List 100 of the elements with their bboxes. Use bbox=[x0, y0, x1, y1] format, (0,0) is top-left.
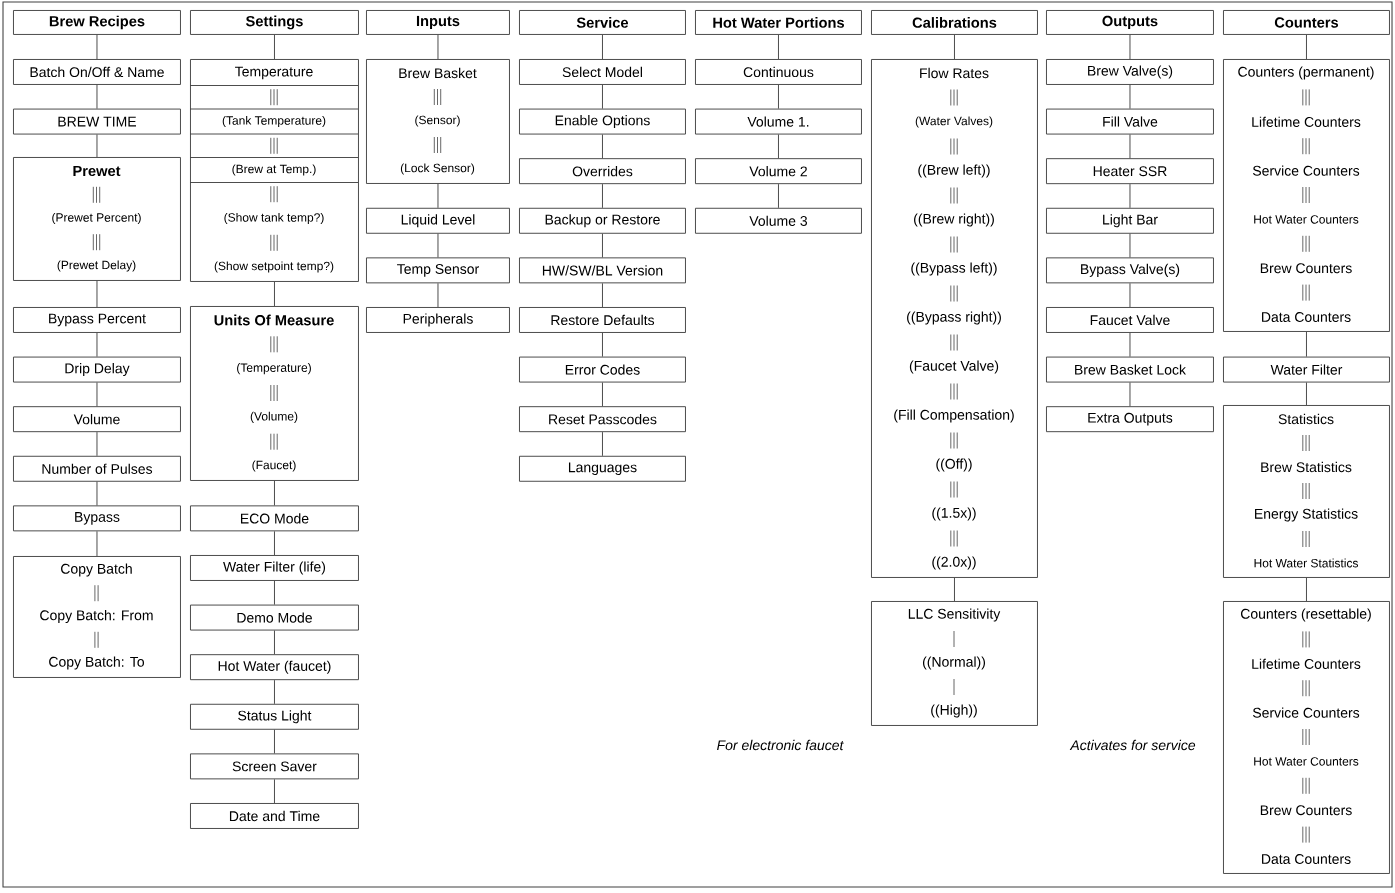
menu-box: Volume bbox=[13, 406, 181, 433]
menu-box: Bypass bbox=[13, 505, 181, 532]
menu-box: HW/SW/BL Version bbox=[519, 257, 686, 284]
menu-box: ECO Mode bbox=[190, 505, 359, 532]
menu-box: Batch On/Off & Name bbox=[13, 59, 181, 85]
connector-line bbox=[274, 729, 275, 754]
connector-line bbox=[437, 34, 439, 60]
connector-line bbox=[96, 280, 98, 308]
menu-header: Counters bbox=[1223, 10, 1390, 35]
connector-line bbox=[602, 382, 603, 407]
connector-line bbox=[1306, 34, 1307, 60]
menu-box: Fill Valve bbox=[1046, 108, 1214, 135]
connector-line bbox=[602, 183, 603, 209]
menu-box: Volume 3 bbox=[695, 207, 862, 234]
menu-box: Error Codes bbox=[519, 356, 686, 383]
connector-line bbox=[437, 282, 439, 308]
connector-line bbox=[1129, 332, 1131, 358]
menu-group-box: Flow Rates (Water Valves) ((Brew left)) ((Brew right)) ((Bypass left)) ((Bypass right)) (Faucet Valve) (Fill Compensation) ((Off)) ((1.5x)) ((2.0x)) bbox=[871, 59, 1038, 578]
menu-box: Hot Water (faucet) bbox=[190, 654, 359, 681]
connector-line bbox=[778, 84, 779, 110]
menu-box: Status Light bbox=[190, 703, 359, 730]
connector-line bbox=[96, 530, 98, 557]
menu-box: Volume 2 bbox=[695, 158, 862, 185]
connector-line bbox=[778, 134, 779, 159]
connector-line bbox=[96, 332, 98, 358]
menu-group-box: Copy Batch Copy Batch: From Copy Batch: To bbox=[13, 556, 181, 678]
menu-box: Extra Outputs bbox=[1046, 406, 1214, 433]
menu-box: Reset Passcodes bbox=[519, 406, 686, 433]
menu-header: Inputs bbox=[366, 10, 510, 35]
connector-line bbox=[96, 84, 98, 110]
note: Activates for service bbox=[1069, 739, 1196, 751]
menu-box: Select Model bbox=[519, 59, 686, 85]
connector-line bbox=[954, 34, 955, 60]
menu-box: BREW TIME bbox=[13, 108, 181, 135]
connector-line bbox=[274, 530, 275, 556]
connector-line bbox=[1129, 34, 1131, 60]
menu-box: Faucet Valve bbox=[1046, 307, 1214, 333]
menu-box: Enable Options bbox=[519, 108, 686, 135]
connector-line bbox=[778, 183, 779, 209]
menu-box: Demo Mode bbox=[190, 604, 359, 631]
menu-box: Bypass Percent bbox=[13, 307, 181, 333]
connector-line bbox=[274, 480, 275, 506]
menu-box: Backup or Restore bbox=[519, 207, 686, 234]
connector-line bbox=[602, 282, 603, 308]
connector-line bbox=[1129, 183, 1131, 209]
menu-box: Date and Time bbox=[190, 803, 359, 829]
connector-line bbox=[602, 34, 603, 60]
connector-line bbox=[274, 281, 275, 307]
connector-line bbox=[96, 431, 98, 457]
connector-line bbox=[602, 134, 603, 159]
menu-box: Light Bar bbox=[1046, 207, 1214, 234]
connector-line bbox=[96, 134, 98, 158]
menu-header: Service bbox=[519, 10, 686, 35]
menu-box: Peripherals bbox=[366, 307, 510, 333]
menu-group-box: Brew Basket (Sensor) (Lock Sensor) bbox=[366, 59, 510, 184]
connector-line bbox=[1129, 282, 1131, 308]
menu-box: Drip Delay bbox=[13, 356, 181, 383]
connector-line bbox=[96, 481, 98, 506]
menu-header: Settings bbox=[190, 10, 359, 35]
menu-box: Screen Saver bbox=[190, 753, 359, 780]
menu-header: Outputs bbox=[1046, 10, 1214, 35]
menu-box: Number of Pulses bbox=[13, 455, 181, 482]
connector-line bbox=[954, 577, 955, 602]
menu-box: Brew Valve(s) bbox=[1046, 59, 1214, 85]
menu-group-box: LLC Sensitivity ((Normal)) ((High)) bbox=[871, 601, 1038, 726]
connector-line bbox=[778, 34, 779, 60]
connector-line bbox=[1306, 382, 1307, 406]
menu-header: Hot Water Portions bbox=[695, 10, 862, 35]
menu-box: Heater SSR bbox=[1046, 158, 1214, 185]
menu-box: Liquid Level bbox=[366, 207, 510, 234]
menu-box: Languages bbox=[519, 455, 686, 482]
connector-line bbox=[1129, 134, 1131, 159]
menu-box: Overrides bbox=[519, 158, 686, 185]
connector-line bbox=[96, 382, 98, 407]
menu-group-box: Units Of Measure (Temperature) (Volume) (Faucet) bbox=[190, 306, 359, 481]
menu-group-box: Statistics Brew Statistics Energy Statistics Hot Water Statistics bbox=[1223, 405, 1390, 578]
menu-group-box: Counters (permanent) Lifetime Counters Service Counters Hot Water Counters Brew Counters Data Counters bbox=[1223, 59, 1390, 332]
connector-line bbox=[1129, 84, 1131, 110]
connector-line bbox=[96, 34, 98, 60]
connector-line bbox=[1306, 331, 1307, 358]
connector-line bbox=[437, 233, 439, 258]
connector-line bbox=[274, 679, 275, 705]
connector-line bbox=[602, 431, 603, 457]
connector-line bbox=[602, 84, 603, 110]
menu-group-box: Temperature (Tank Temperature) (Brew at Temp.) (Show tank temp?) (Show setpoint temp?) bbox=[189, 59, 359, 282]
menu-box: Water Filter (life) bbox=[190, 555, 359, 581]
menu-box: Bypass Valve(s) bbox=[1046, 257, 1214, 284]
menu-box: Temp Sensor bbox=[366, 257, 510, 284]
connector-line bbox=[274, 778, 275, 804]
menu-group-box: Prewet (Prewet Percent) (Prewet Delay) bbox=[13, 157, 181, 281]
menu-box: Restore Defaults bbox=[519, 307, 686, 333]
connector-line bbox=[274, 580, 275, 606]
connector-line bbox=[1306, 577, 1307, 602]
menu-header: Brew Recipes bbox=[13, 10, 181, 35]
connector-line bbox=[602, 233, 603, 258]
connector-line bbox=[1129, 382, 1131, 407]
connector-line bbox=[1129, 233, 1131, 258]
note: For electronic faucet bbox=[717, 739, 844, 751]
connector-line bbox=[274, 630, 275, 655]
connector-line bbox=[437, 183, 439, 209]
